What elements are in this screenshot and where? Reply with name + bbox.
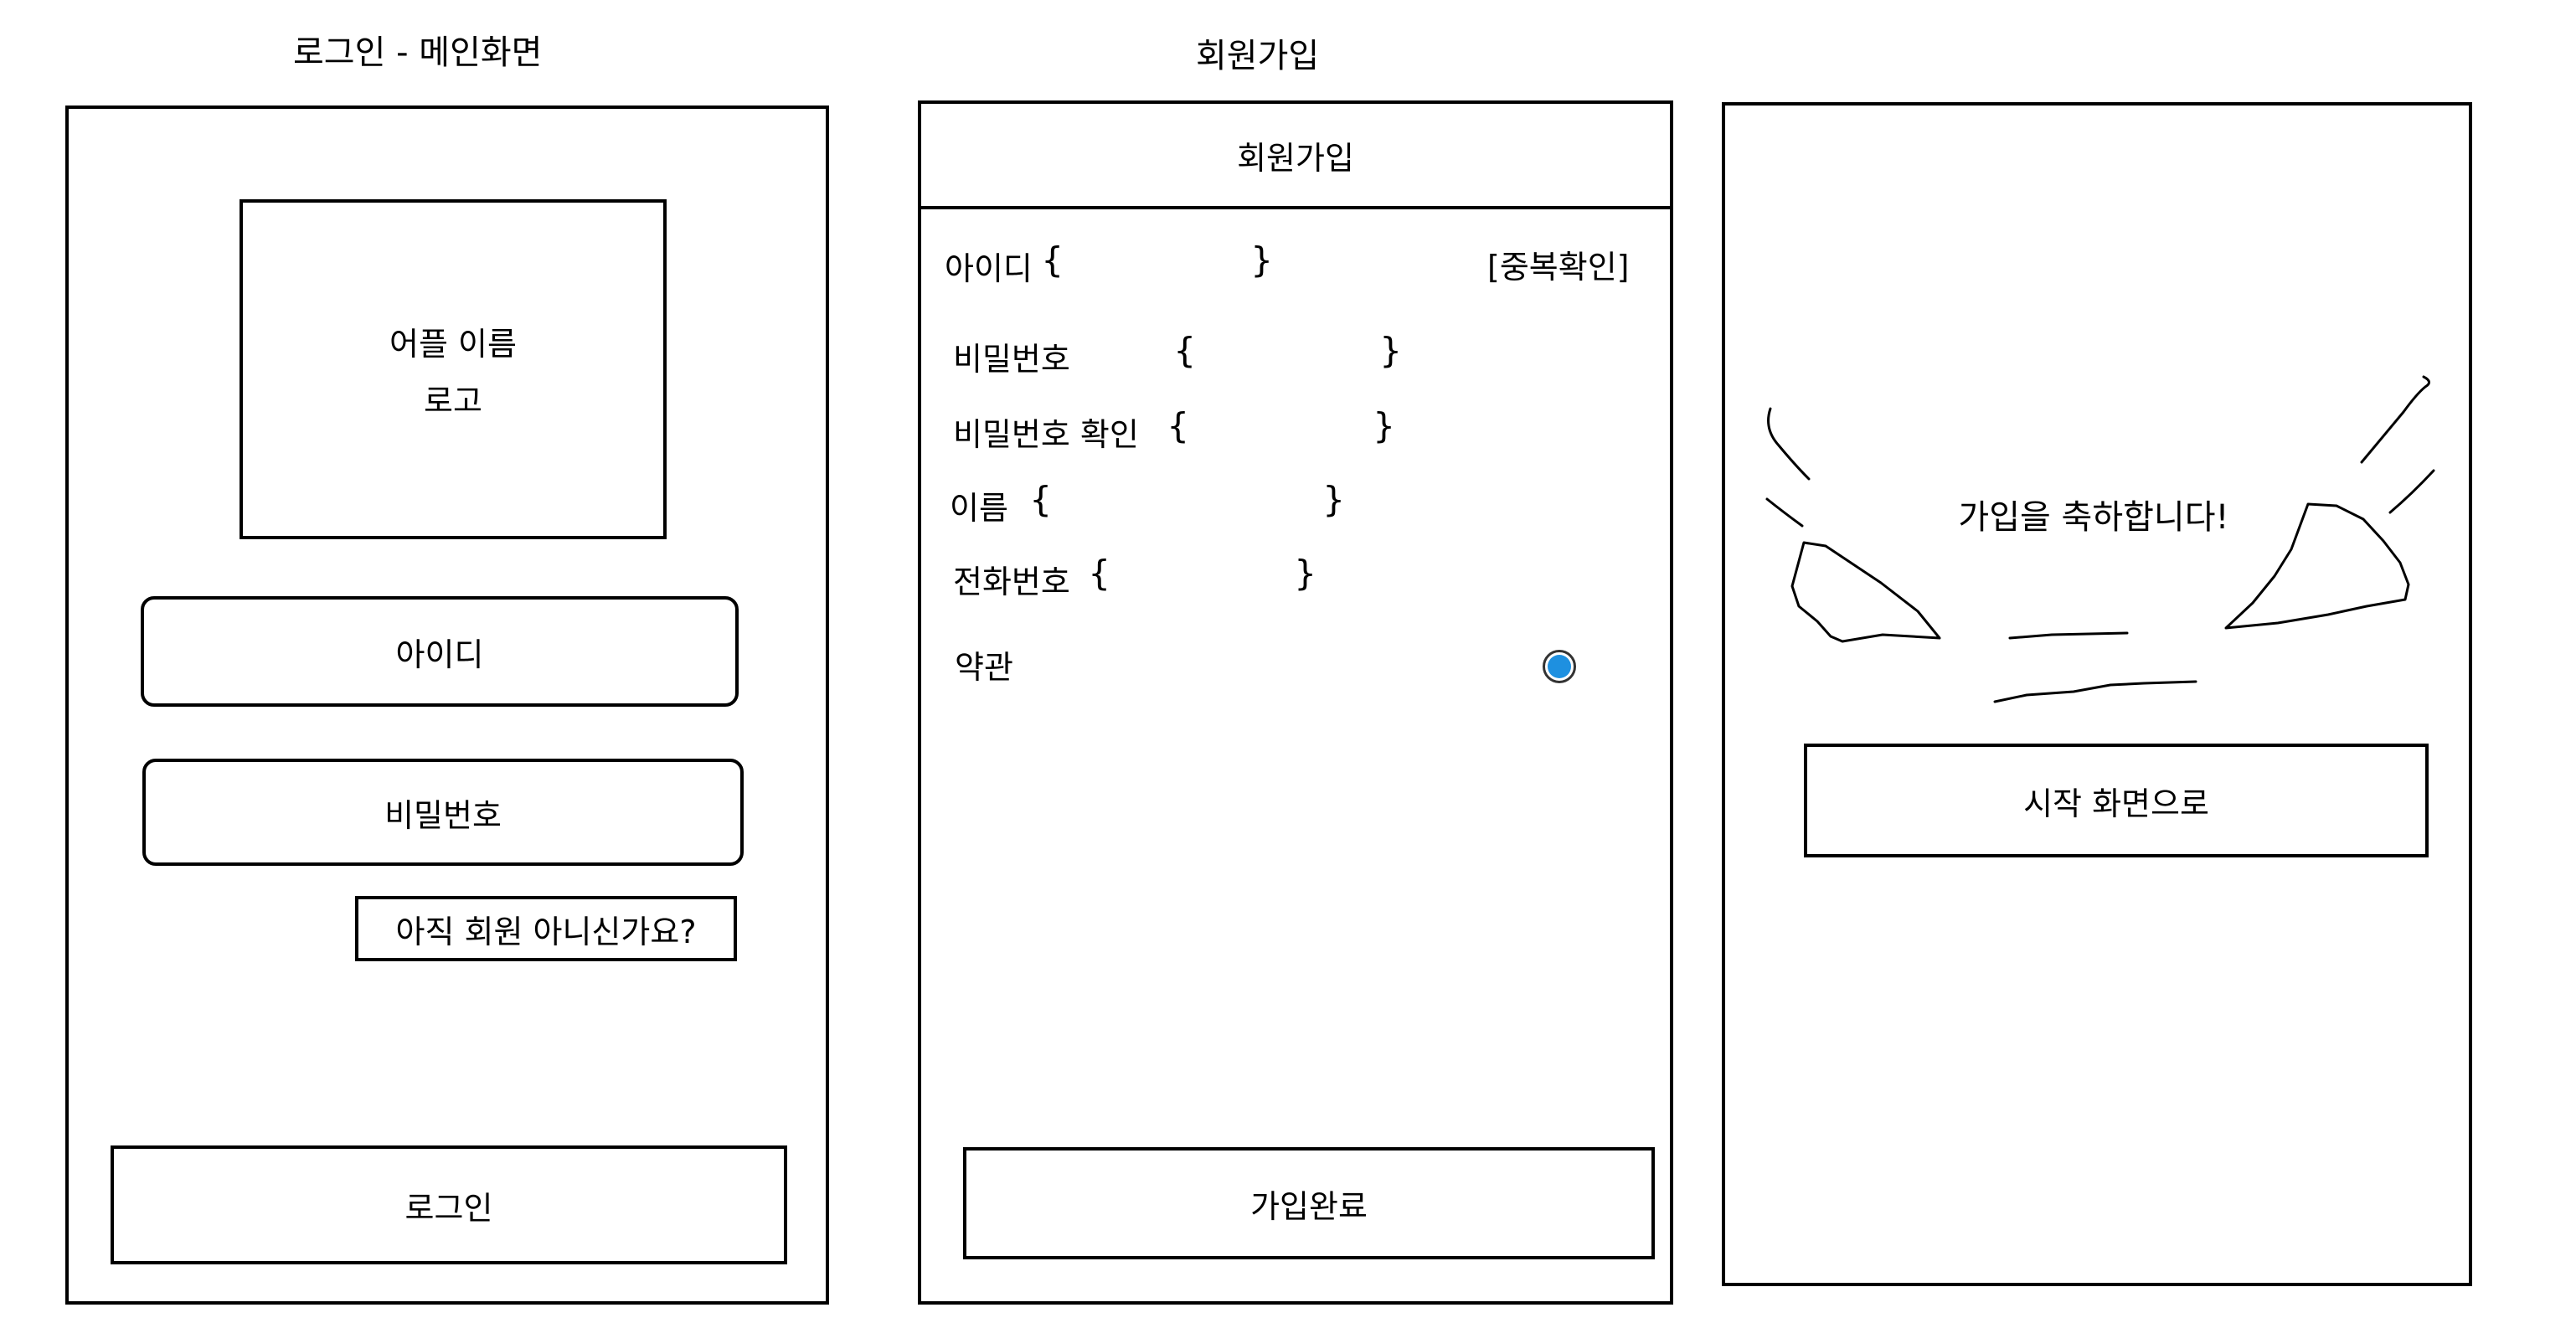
terms-agree-radio[interactable] <box>1543 650 1576 683</box>
signup-screen-frame <box>918 100 1673 1305</box>
signup-password-input[interactable] <box>1198 333 1378 372</box>
login-screen-caption: 로그인 - 메인화면 <box>293 33 543 72</box>
signup-link-button[interactable]: 아직 회원 아니신가요? <box>355 896 737 961</box>
login-password-input[interactable]: 비밀번호 <box>142 759 744 866</box>
login-password-placeholder: 비밀번호 <box>384 796 502 834</box>
signup-password-brace-close: } <box>1380 330 1402 371</box>
signup-phone-label: 전화번호 <box>953 564 1070 600</box>
congrats-message: 가입을 축하합니다! <box>1958 498 2229 537</box>
signup-screen-caption: 회원가입 <box>1196 37 1320 75</box>
login-id-placeholder: 아이디 <box>395 636 484 673</box>
signup-phone-input[interactable] <box>1112 556 1291 595</box>
signup-id-brace-open: { <box>1042 239 1064 281</box>
logo-label: 로고 <box>424 382 482 420</box>
login-button[interactable]: 로그인 <box>111 1145 787 1264</box>
login-button-label: 로그인 <box>404 1189 493 1227</box>
signup-name-brace-close: } <box>1323 479 1345 520</box>
signup-password-brace-open: { <box>1174 330 1196 371</box>
signup-password-confirm-label: 비밀번호 확인 <box>953 416 1139 453</box>
go-home-label: 시작 화면으로 <box>2023 785 2209 822</box>
signup-name-input[interactable] <box>1054 482 1320 521</box>
signup-header-title: 회원가입 <box>1237 139 1354 177</box>
signup-id-brace-close: } <box>1251 239 1273 281</box>
signup-complete-button[interactable]: 가입완료 <box>963 1147 1655 1259</box>
signup-password-confirm-brace-open: { <box>1167 405 1189 446</box>
app-name-label: 어플 이름 <box>389 325 517 363</box>
signup-phone-brace-open: { <box>1089 553 1110 594</box>
app-logo-box: 어플 이름 로고 <box>240 199 667 539</box>
signup-password-label: 비밀번호 <box>953 341 1070 378</box>
login-id-input[interactable]: 아이디 <box>141 596 739 707</box>
signup-password-confirm-input[interactable] <box>1191 409 1372 447</box>
signup-link-label: 아직 회원 아니신가요? <box>395 913 697 950</box>
complete-screen-frame <box>1722 102 2472 1286</box>
signup-complete-label: 가입완료 <box>1250 1187 1368 1225</box>
signup-id-input[interactable] <box>1065 243 1249 281</box>
signup-phone-brace-close: } <box>1295 553 1316 594</box>
go-home-button[interactable]: 시작 화면으로 <box>1804 744 2429 857</box>
signup-name-brace-open: { <box>1030 479 1052 520</box>
signup-header: 회원가입 <box>918 100 1673 209</box>
duplicate-check-button[interactable]: [중복확인] <box>1487 249 1630 286</box>
terms-radio-dot <box>1548 655 1571 678</box>
signup-password-confirm-brace-close: } <box>1373 405 1395 446</box>
signup-id-label: 아이디 <box>945 250 1033 287</box>
terms-label: 약관 <box>955 649 1013 686</box>
signup-name-label: 이름 <box>950 490 1008 527</box>
